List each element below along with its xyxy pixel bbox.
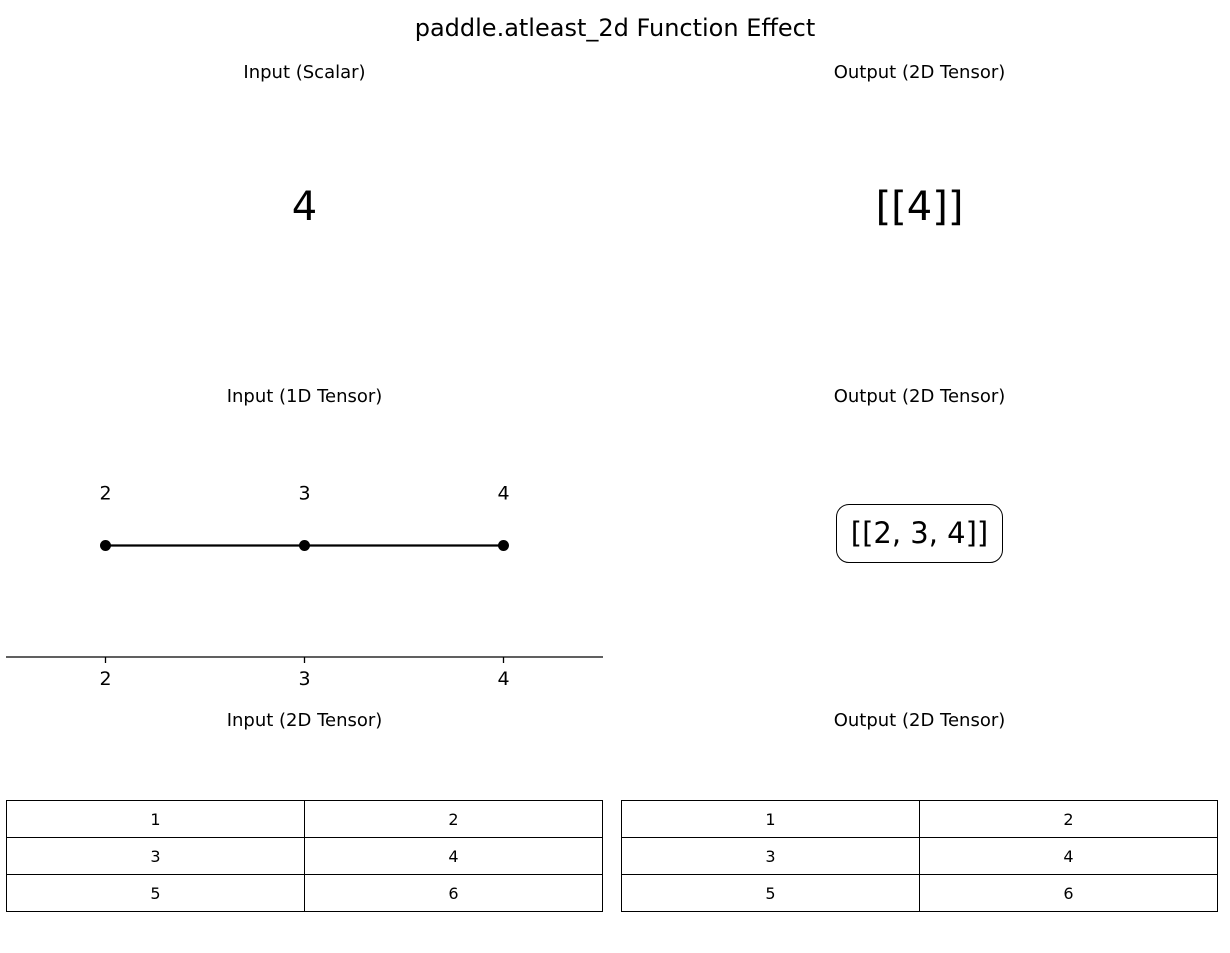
- data-point-label: 2: [99, 483, 111, 505]
- vector-output-value-box: [[2, 3, 4]]: [835, 504, 1004, 563]
- x-tick-label: 4: [497, 668, 509, 690]
- vector-input-title: Input (1D Tensor): [226, 386, 383, 407]
- data-point-label: 4: [497, 483, 509, 505]
- matrix-output-cell: 5: [621, 874, 920, 912]
- x-tick-label: 3: [298, 668, 310, 690]
- matrix-input-title: Input (2D Tensor): [226, 710, 383, 731]
- data-point-label: 3: [298, 483, 310, 505]
- data-point: [299, 540, 310, 551]
- scalar-input-value: 4: [291, 184, 318, 230]
- matrix-input-cell: 6: [304, 874, 603, 912]
- matrix-input-cell: 2: [304, 800, 603, 838]
- vector-input-chart: 2 3 4 2 3 4: [6, 483, 603, 690]
- scalar-output-value: [[4]]: [875, 184, 964, 230]
- scalar-input-title: Input (Scalar): [243, 62, 366, 83]
- matrix-input-cell: 4: [304, 837, 603, 875]
- matrix-input-cell: 5: [6, 874, 305, 912]
- scalar-output-title: Output (2D Tensor): [833, 62, 1006, 83]
- matrix-output-cell: 2: [919, 800, 1218, 838]
- matrix-input-cell: 1: [6, 800, 305, 838]
- matrix-output-cell: 1: [621, 800, 920, 838]
- matrix-output-cell: 6: [919, 874, 1218, 912]
- data-point: [100, 540, 111, 551]
- x-tick-label: 2: [99, 668, 111, 690]
- data-point: [498, 540, 509, 551]
- vector-output-title: Output (2D Tensor): [833, 386, 1006, 407]
- figure-title: paddle.atleast_2d Function Effect: [414, 14, 816, 42]
- matrix-input-cell: 3: [6, 837, 305, 875]
- matrix-output-cell: 4: [919, 837, 1218, 875]
- matrix-output-cell: 3: [621, 837, 920, 875]
- matrix-output-title: Output (2D Tensor): [833, 710, 1006, 731]
